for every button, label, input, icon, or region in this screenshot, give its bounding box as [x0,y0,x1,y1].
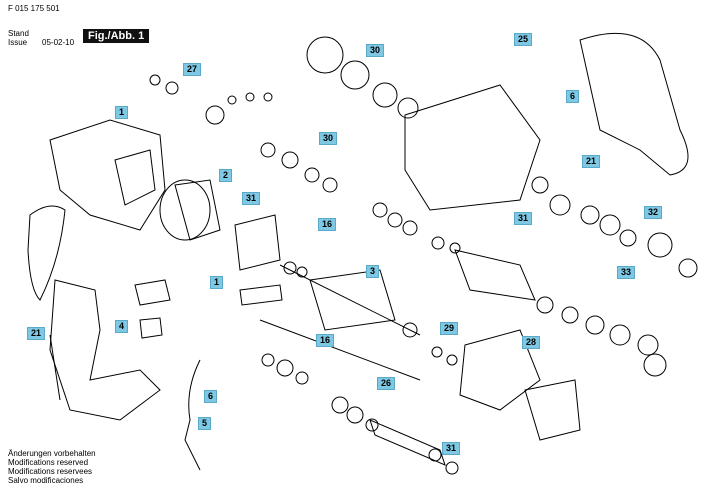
callout-31-b: 31 [514,212,533,225]
callout-31-c: 31 [442,442,461,455]
callout-32: 32 [644,206,663,219]
callout-3: 3 [366,265,380,278]
callout-1-b: 1 [210,276,224,289]
gear-shaft [369,419,446,466]
callout-30: 30 [366,44,385,57]
callout-31: 31 [242,192,261,205]
brush-plate [234,214,281,271]
handle-housing [49,279,161,421]
figure-label: Fig./Abb. 1 [83,29,150,43]
power-cord [184,359,201,471]
callout-5: 5 [198,417,212,430]
callout-27: 27 [183,63,202,76]
bearing-flange [459,329,541,411]
callout-21-b: 21 [27,327,46,340]
callout-16-b: 16 [316,334,335,347]
callout-26: 26 [377,377,396,390]
motor-housing [49,119,166,231]
field-coil [159,179,211,241]
handle-grip [27,205,66,301]
callout-30-b: 30 [319,132,338,145]
footer-line-es: Salvo modificaciones [8,476,84,485]
callout-33: 33 [617,266,636,279]
callout-1: 1 [115,106,129,119]
spindle [454,249,536,301]
footer-notes: Änderungen vorbehalten Modifications res… [8,449,96,485]
gear-housing [404,84,541,211]
callout-6-b: 6 [204,390,218,403]
callout-6: 6 [566,90,580,103]
callout-2: 2 [219,169,233,182]
callout-4: 4 [115,320,129,333]
footer-line-fr: Modifications reservees [8,467,93,476]
callout-16: 16 [318,218,337,231]
stand-label: Stand [8,29,29,38]
callout-29: 29 [440,322,459,335]
callout-28: 28 [522,336,541,349]
footer-line-de: Änderungen vorbehalten [8,449,96,458]
callout-25: 25 [514,33,533,46]
armature [309,269,396,331]
footer-line-en: Modifications reserved [8,458,89,467]
part-number: F 015 175 501 [8,4,60,13]
issue-label: Issue [8,38,28,47]
callout-21: 21 [582,155,601,168]
issue-date: 05-02-10 [42,38,75,47]
side-handle [579,32,689,176]
brush-holder [134,279,171,306]
